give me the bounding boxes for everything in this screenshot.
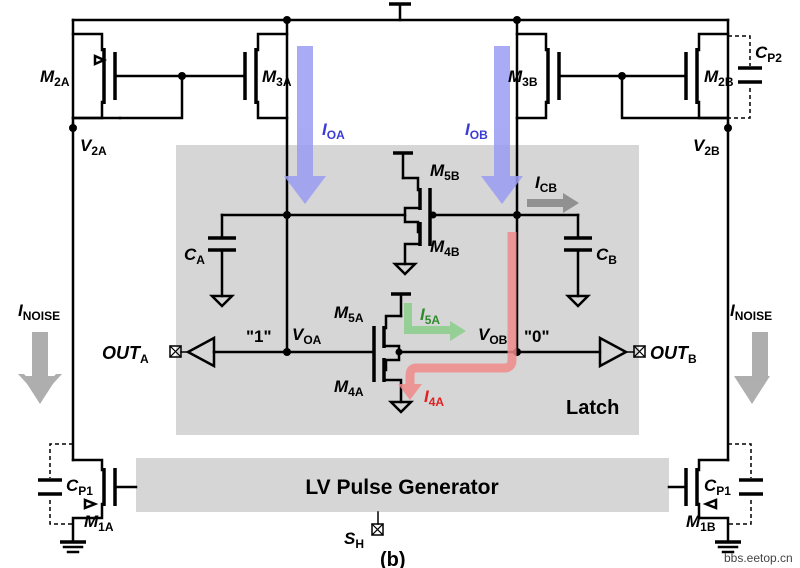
iob-arrow: [481, 46, 523, 204]
pulse-generator-label: LV Pulse Generator: [305, 476, 498, 499]
i4a-arrow: [398, 232, 517, 400]
transistor-m1b: [667, 458, 741, 554]
label-cp2: CP2: [755, 43, 782, 65]
label-m5b: M5B: [430, 161, 460, 183]
label-i5a: I5A: [420, 305, 440, 327]
label-cb: CB: [596, 245, 617, 267]
capacitor-cp2: [728, 35, 762, 119]
label-vob: VOB: [478, 325, 508, 347]
label-i4a: I4A: [424, 387, 444, 409]
capacitor-cp1a: [38, 443, 73, 525]
label-ioa: IOA: [322, 120, 345, 142]
junction-dots: [69, 16, 732, 356]
inoise-right-arrow: [734, 332, 770, 404]
label-v2a: V2A: [80, 136, 107, 158]
i5a-arrow: [404, 303, 466, 341]
label-m4b: M4B: [430, 237, 460, 259]
label-inoise-left: INOISE: [18, 301, 60, 323]
label-cp1b: CP1: [704, 476, 731, 498]
label-ca: CA: [184, 245, 205, 267]
figure-label: (b): [380, 549, 406, 568]
label-m1a: M1A: [84, 512, 114, 534]
label-m1b: M1B: [686, 512, 716, 534]
label-sh: SH: [344, 529, 364, 551]
pulse-generator-block: [136, 458, 669, 512]
transistor-m3a: [71, 18, 289, 217]
label-cp1a: CP1: [66, 476, 93, 498]
inoise-left-arrow: [18, 332, 62, 404]
label-icb: ICB: [535, 173, 557, 195]
label-voa: VOA: [292, 325, 322, 347]
ioa-arrow: [284, 46, 326, 204]
supply-rail: [71, 2, 730, 22]
latch-label: Latch: [566, 397, 619, 419]
transistor-m1a: [60, 458, 138, 554]
label-outa: OUTA: [102, 343, 149, 366]
latch-wiring: [169, 151, 646, 414]
watermark: bbs.eetop.cn: [724, 551, 793, 565]
transistor-m2a: [71, 18, 184, 126]
label-m3b: M3B: [508, 67, 538, 89]
label-v2b: V2B: [693, 136, 720, 158]
label-m4a: M4A: [334, 377, 364, 399]
label-m2b: M2B: [704, 67, 734, 89]
capacitor-cp1b: [728, 443, 763, 525]
transistor-m2b: [620, 18, 730, 126]
label-m3a: M3A: [262, 67, 292, 89]
label-outb: OUTB: [650, 343, 697, 366]
label-m5a: M5A: [334, 303, 364, 325]
label-m2a: M2A: [40, 67, 70, 89]
icb-arrow: [527, 193, 579, 213]
label-inoise-right: INOISE: [730, 301, 772, 323]
label-iob: IOB: [465, 120, 488, 142]
logic-one: "1": [246, 327, 272, 346]
logic-zero: "0": [524, 327, 550, 346]
sh-input: [371, 511, 384, 536]
